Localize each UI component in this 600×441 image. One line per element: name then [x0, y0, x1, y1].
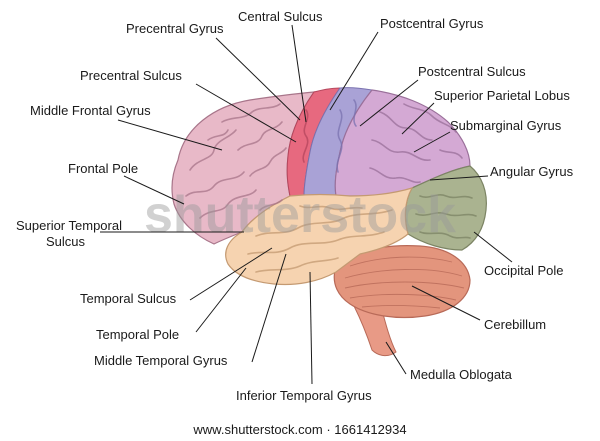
label-postcentral-gyrus: Postcentral Gyrus	[380, 16, 484, 31]
footer-credit: www.shutterstock.com · 1661412934	[192, 422, 406, 437]
label-middle-temporal-gyrus: Middle Temporal Gyrus	[94, 353, 228, 368]
leader-middle-temporal-gyrus	[251, 253, 287, 363]
label-temporal-sulcus: Temporal Sulcus	[80, 291, 177, 306]
label-angular-gyrus: Angular Gyrus	[490, 164, 574, 179]
brain-illustration	[171, 87, 487, 357]
label-precentral-sulcus: Precentral Sulcus	[80, 68, 182, 83]
label-frontal-pole: Frontal Pole	[68, 161, 138, 176]
leader-central-sulcus	[291, 24, 307, 123]
label-central-sulcus: Central Sulcus	[238, 9, 323, 24]
label-superior-temporal-sulcus-line2: Sulcus	[46, 234, 86, 249]
label-precentral-gyrus: Precentral Gyrus	[126, 21, 224, 36]
label-submarginal-gyrus: Submarginal Gyrus	[450, 118, 562, 133]
leader-precentral-gyrus	[215, 37, 301, 121]
leader-middle-frontal-gyrus	[117, 119, 223, 151]
leader-temporal-sulcus	[189, 247, 273, 301]
leader-postcentral-sulcus	[359, 79, 419, 127]
labels: Central Sulcus Precentral Gyrus Postcent…	[16, 9, 574, 403]
temporal-lobe-region	[225, 186, 414, 286]
label-superior-temporal-sulcus-line1: Superior Temporal	[16, 218, 122, 233]
leader-temporal-pole	[195, 267, 247, 333]
leader-submarginal-gyrus	[413, 131, 451, 153]
label-occipital-pole: Occipital Pole	[484, 263, 563, 278]
label-postcentral-sulcus: Postcentral Sulcus	[418, 64, 526, 79]
label-inferior-temporal-gyrus: Inferior Temporal Gyrus	[236, 388, 372, 403]
footer-strip	[0, 418, 600, 441]
leader-frontal-pole	[123, 175, 185, 205]
leader-cerebellum	[411, 285, 481, 321]
label-medulla-oblogata: Medulla Oblogata	[410, 367, 513, 382]
leader-medulla-oblogata	[385, 341, 407, 375]
label-middle-frontal-gyrus: Middle Frontal Gyrus	[30, 103, 151, 118]
leader-occipital-pole	[473, 231, 513, 263]
label-cerebellum: Cerebillum	[484, 317, 546, 332]
leader-superior-parietal-lobus	[401, 102, 435, 135]
label-superior-parietal-lobus: Superior Parietal Lobus	[434, 88, 570, 103]
leader-inferior-temporal-gyrus	[309, 271, 313, 385]
leader-lines	[100, 24, 513, 385]
leader-postcentral-gyrus	[329, 31, 379, 111]
label-temporal-pole: Temporal Pole	[96, 327, 179, 342]
watermark: shutterstock	[144, 186, 456, 244]
leader-angular-gyrus	[429, 175, 489, 181]
leader-precentral-sulcus	[195, 83, 297, 143]
